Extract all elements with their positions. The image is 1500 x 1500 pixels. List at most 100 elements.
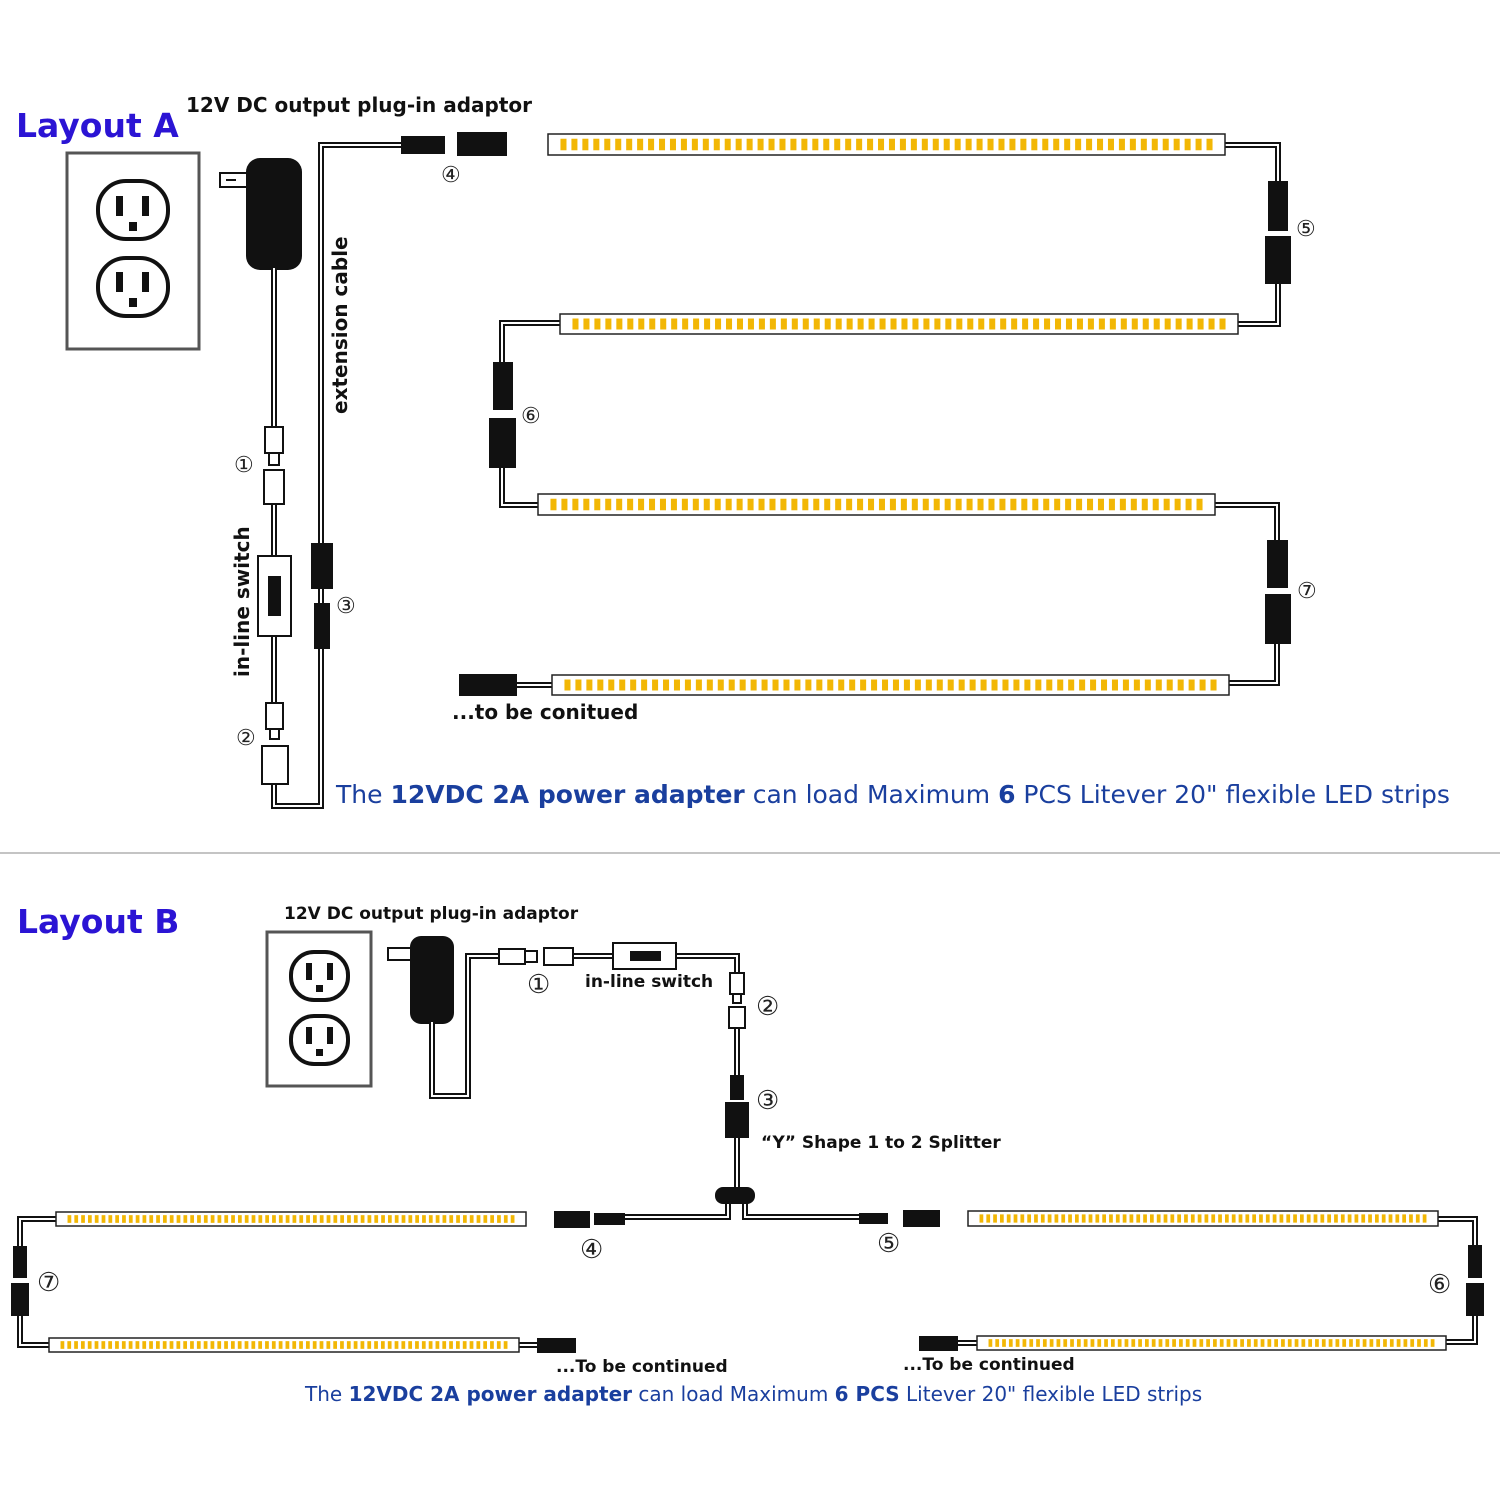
led-chip: [217, 1341, 222, 1349]
led-chip: [265, 1341, 269, 1349]
led-chip: [1186, 318, 1193, 330]
led-chip: [374, 1215, 379, 1223]
led-chip: [608, 679, 615, 691]
led-chip: [560, 138, 567, 151]
led-chip: [1417, 1339, 1421, 1347]
end-plug-a: [459, 674, 517, 696]
led-chip: [142, 1215, 147, 1223]
led-chip: [823, 138, 830, 151]
led-chip: [1328, 1339, 1333, 1347]
end-plug-right-b: [919, 1336, 958, 1351]
led-chip: [442, 1215, 447, 1223]
led-chip: [258, 1341, 263, 1349]
led-chip: [1281, 1339, 1285, 1347]
led-chip: [251, 1341, 256, 1349]
led-chip: [149, 1215, 154, 1223]
led-chip: [285, 1341, 290, 1349]
led-chip: [1133, 679, 1140, 691]
led-chip: [190, 1215, 195, 1223]
layout-a-capacity-note: The 12VDC 2A power adapter can load Maxi…: [335, 780, 1450, 809]
led-chip: [945, 318, 952, 330]
led-chip: [1340, 1214, 1345, 1223]
led-chip: [780, 498, 787, 511]
connector-6: [489, 362, 516, 468]
led-chip: [1140, 138, 1147, 151]
led-chip: [670, 498, 677, 511]
led-chip: [1131, 1339, 1136, 1347]
led-chip: [1129, 138, 1136, 151]
led-chip: [824, 498, 831, 511]
led-chip: [967, 318, 974, 330]
marker-5-a: ⑤: [1296, 217, 1316, 242]
led-chip: [401, 1341, 406, 1349]
led-chip: [659, 138, 666, 151]
led-chip: [936, 679, 943, 691]
led-chip: [1245, 1214, 1250, 1223]
marker-7-a: ⑦: [1297, 579, 1317, 604]
led-chip: [244, 1215, 249, 1223]
led-chip: [954, 138, 961, 151]
led-chip: [162, 1215, 167, 1223]
led-chip: [593, 138, 600, 151]
led-chip: [1042, 138, 1049, 151]
layout-a-title: Layout A: [16, 106, 179, 145]
led-chip: [503, 1215, 508, 1223]
led-chip: [1374, 1214, 1379, 1223]
led-chip: [367, 1215, 372, 1223]
connector-2: [261, 702, 289, 785]
led-chip: [1403, 1339, 1408, 1347]
led-chip: [586, 679, 593, 691]
led-chip: [1015, 1339, 1020, 1347]
led-chip: [1163, 498, 1170, 511]
led-chip: [846, 318, 853, 330]
led-chip: [1172, 1339, 1176, 1347]
led-chip: [805, 679, 812, 691]
led-chip: [353, 1341, 358, 1349]
led-chip: [673, 679, 680, 691]
led-chip: [638, 498, 645, 511]
led-chip: [989, 318, 996, 330]
led-chip: [1086, 138, 1093, 151]
led-chip: [1158, 1339, 1163, 1347]
led-chip: [717, 679, 724, 691]
led-chip: [846, 498, 853, 511]
led-chip: [367, 1341, 372, 1349]
led-chip: [1197, 318, 1204, 330]
led-chip: [1046, 679, 1053, 691]
led-chip: [108, 1341, 113, 1349]
led-chip: [1047, 1214, 1052, 1223]
y-splitter-icon: [715, 1187, 755, 1204]
led-chip: [901, 318, 908, 330]
led-chip: [1327, 1214, 1332, 1223]
led-chip: [1293, 1214, 1297, 1223]
led-chip: [1049, 1339, 1054, 1347]
led-chip: [483, 1341, 488, 1349]
connector-1: [498, 947, 574, 966]
led-chip: [231, 1215, 235, 1223]
led-chip: [1415, 1214, 1420, 1223]
led-chip: [1388, 1214, 1393, 1223]
marker-3-b: ③: [756, 1086, 779, 1116]
led-chip: [422, 1215, 426, 1223]
led-chip: [428, 1341, 433, 1349]
led-chip: [1120, 318, 1127, 330]
led-chip: [1110, 1339, 1115, 1347]
led-chip: [681, 498, 688, 511]
led-chip: [652, 679, 659, 691]
led-chip: [615, 138, 622, 151]
led-chip: [258, 1215, 263, 1223]
led-chip: [1006, 1214, 1011, 1223]
led-chip: [271, 1341, 276, 1349]
led-chip: [550, 498, 557, 511]
led-chip: [1308, 1339, 1313, 1347]
led-chip: [1076, 498, 1083, 511]
led-chip: [993, 1214, 997, 1223]
led-chip: [1152, 498, 1159, 511]
led-chip: [630, 679, 637, 691]
led-chip: [903, 679, 910, 691]
led-chip: [121, 1341, 126, 1349]
led-chip: [1252, 1214, 1257, 1223]
led-chip: [660, 318, 667, 330]
led-chip: [1395, 1214, 1400, 1223]
led-chip: [1410, 1339, 1415, 1347]
